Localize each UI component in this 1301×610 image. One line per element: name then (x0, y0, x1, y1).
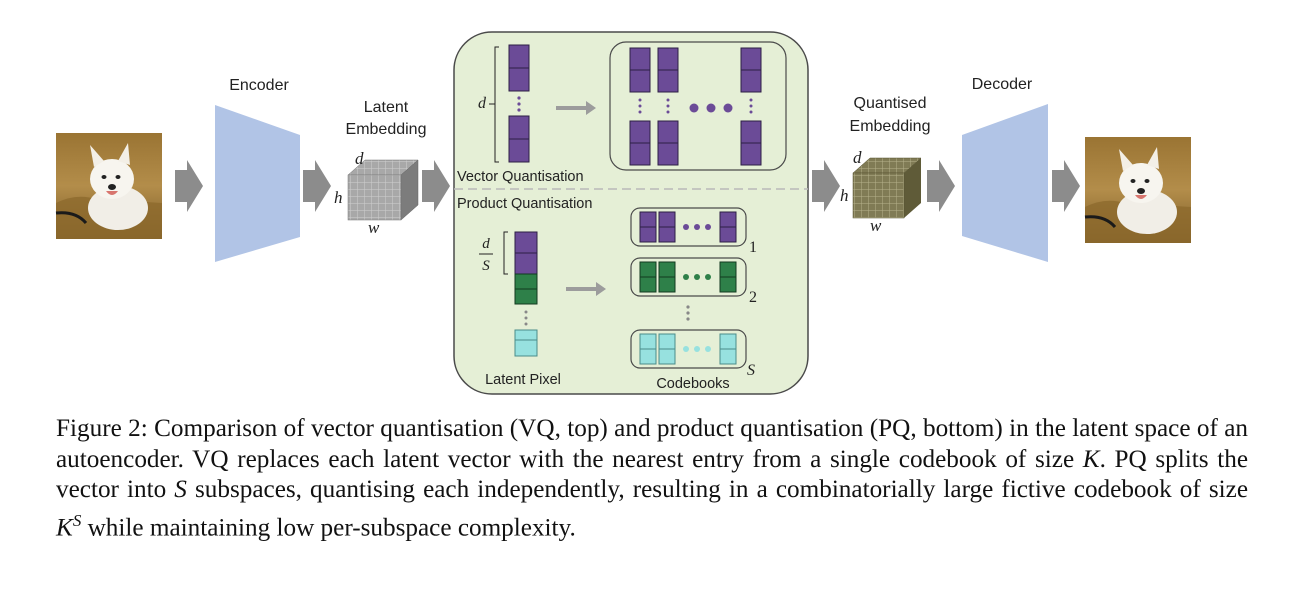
pq-codebook-S (630, 329, 747, 369)
quantised-dim-d: d (853, 148, 862, 167)
codebook-ellipsis (686, 305, 690, 321)
vq-latent-vector (508, 44, 530, 163)
caption-s: S (174, 476, 187, 503)
arrow-icon (566, 282, 606, 296)
quantisation-panel (453, 31, 809, 395)
encoder-trapezoid (215, 105, 300, 262)
codebook-index-S: S (747, 362, 755, 379)
output-image (1083, 135, 1193, 245)
arrow-icon (303, 160, 331, 212)
pq-frac-numerator: d (482, 236, 490, 252)
caption-ks-exp: S (72, 510, 82, 530)
arrow-icon (422, 160, 450, 212)
codebook-index-2: 2 (749, 289, 757, 306)
caption-text-3: subspaces, quantising each independently… (194, 476, 1248, 503)
decoder-trapezoid (962, 104, 1048, 262)
latent-embedding-cube (347, 159, 419, 221)
arrow-icon (927, 160, 955, 212)
latent-dim-h: h (334, 188, 343, 207)
vq-codebook (609, 41, 787, 171)
figure-caption: Figure 2: Comparison of vector quantisat… (56, 414, 1248, 543)
vq-codebook-entries (629, 47, 762, 166)
input-image (54, 131, 164, 241)
latent-dim-d: d (355, 149, 364, 168)
arrow-icon (812, 160, 840, 212)
codebook-index-1: 1 (749, 239, 757, 256)
caption-text-4: while maintaining low per-subspace compl… (87, 513, 576, 541)
pq-latent-pixel-vector (514, 231, 538, 357)
caption-ks-base: K (56, 513, 73, 541)
diagram: Encoder Latent Embedding d h w d (54, 31, 1193, 395)
caption-text-2: . PQ splits the vector into (56, 445, 1248, 504)
latent-label-line2: Embedding (346, 121, 427, 138)
quantised-dim-h: h (840, 186, 849, 205)
caption-k: K (1082, 445, 1100, 473)
pq-codebook-2 (630, 257, 747, 297)
quantised-label-line1: Quantised (854, 95, 927, 112)
pq-label: Product Quantisation (457, 196, 592, 212)
latent-dim-w: w (368, 218, 380, 237)
decoder-label: Decoder (972, 76, 1033, 93)
pq-frac-denominator: S (482, 258, 490, 274)
vq-label: Vector Quantisation (457, 169, 584, 185)
quantised-dim-w: w (870, 216, 882, 235)
caption-text-1: Comparison of vector quantisation (VQ, t… (56, 415, 1249, 473)
latent-label-line1: Latent (364, 99, 409, 116)
quantised-label-line2: Embedding (850, 118, 931, 135)
caption-label: Figure 2: (56, 415, 148, 442)
arrow-icon (175, 160, 203, 212)
pq-codebook-1 (630, 207, 747, 247)
arrow-icon (1052, 160, 1080, 212)
vq-dim-d: d (478, 95, 487, 112)
codebooks-label: Codebooks (656, 376, 729, 392)
quantised-embedding-cube (852, 157, 922, 219)
arrow-icon (556, 101, 596, 115)
latent-pixel-label: Latent Pixel (485, 372, 561, 388)
encoder-label: Encoder (229, 77, 289, 94)
